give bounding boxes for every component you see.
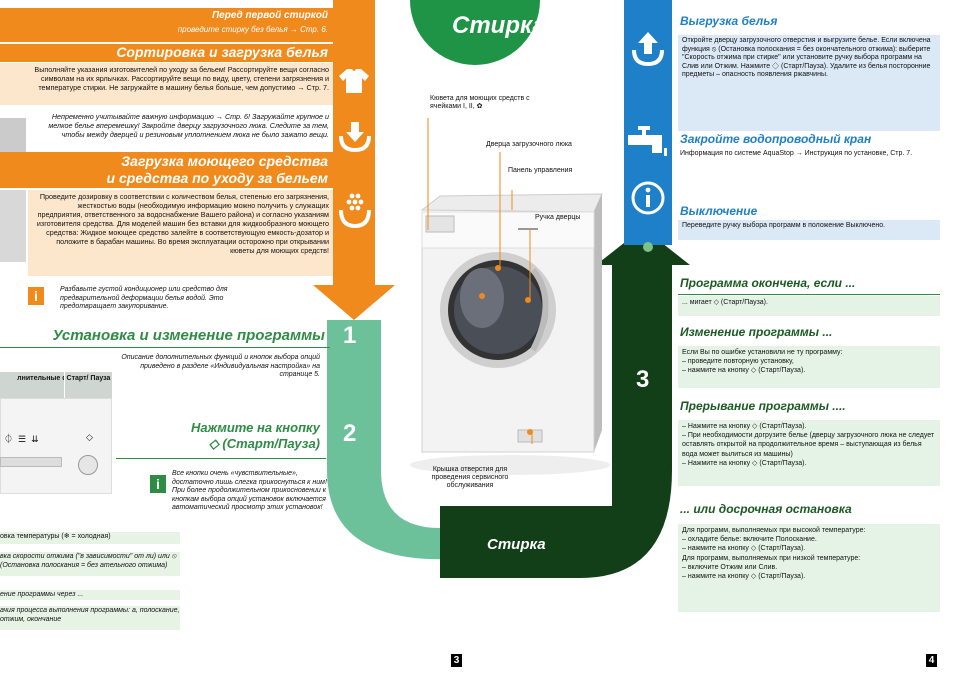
finished-text: ... мигает ◇ (Старт/Пауза). [678, 296, 940, 316]
info-note: Разбавьте густой кондиционер или средств… [60, 286, 228, 311]
change-line-1: Если Вы по ошибке установили не ту прогр… [682, 349, 843, 356]
change-title: Изменение программы ... [680, 325, 833, 339]
tap-text: Информация по системе AquaStop → Инструк… [680, 150, 913, 157]
program-text: Описание дополнительных функций и кнопок… [121, 354, 320, 379]
detergent-banner [0, 152, 333, 188]
callout-detergent-drawer: Кювета для моющих средств с ячейками I, … [430, 95, 530, 110]
unload-text: Откройте дверцу загрузочного отверстия и… [678, 35, 940, 131]
orange-arrow [313, 0, 395, 320]
callout-control-panel: Панель управления [508, 167, 573, 174]
unload-arrow-icon [632, 32, 664, 66]
info-icon: i [28, 287, 44, 305]
early-stop-title: ... или досрочная остановка [680, 502, 852, 516]
change-line-3: – нажмите на кнопку ◇ (Старт/Пауза). [682, 367, 806, 375]
early-line-1: Для программ, выполняемых при высокой те… [682, 527, 866, 534]
start-pause-symbol: ◇ [86, 432, 93, 442]
load-arrow-icon [339, 122, 371, 152]
press-title-2: ◇ (Старт/Пауза) [208, 436, 320, 451]
finished-title: Программа окончена, если ... [680, 276, 856, 290]
early-line-2: – охладите белье: включите Полоскание. [682, 536, 817, 544]
press-title-1: Нажмите на кнопку [191, 420, 320, 435]
press-note: Все кнопки очень «чувствительные», доста… [172, 470, 327, 512]
early-line-4: Для программ, выполняемых при низкой тем… [682, 554, 861, 562]
option-icons: ⏀ ☰ ⇊ [4, 434, 39, 444]
interrupt-line-2: – При необходимости догрузите белье (две… [682, 432, 935, 458]
title-circle [410, 0, 540, 65]
early-line-3: – нажмите на кнопку ◇ (Старт/Пауза). [682, 545, 806, 553]
page-number-3: 3 [451, 654, 462, 667]
interrupt-line-3: – Нажмите на кнопку ◇ (Старт/Пауза). [682, 459, 807, 467]
info-circle-icon [631, 181, 665, 215]
bottom-line-4: ачия процесса выполнения программы: а, п… [0, 606, 180, 630]
unload-title: Выгрузка белья [680, 14, 778, 28]
panel-header-start: Старт/ Пауза [64, 372, 112, 398]
control-panel [0, 398, 112, 494]
early-line-6: – нажмите на кнопку ◇ (Старт/Пауза). [682, 573, 806, 581]
bottom-line-2: вка скорости отжима ("в зависимости" от … [0, 552, 180, 576]
tap-title: Закройте водопроводный кран [680, 132, 872, 146]
door-photo [0, 118, 26, 152]
detergent-text: Проведите дозировку в соответствии с кол… [28, 190, 333, 276]
info-icon: i [150, 475, 166, 493]
sort-banner [0, 44, 333, 62]
program-title: Установка и изменение программы [52, 327, 325, 344]
drawer-photo [0, 190, 26, 262]
first-wash-text: проведите стирку без белья → Стр. 6. [177, 25, 328, 34]
callout-door-handle: Ручка дверцы [535, 214, 581, 221]
early-stop-box: Для программ, выполняемых при высокой те… [678, 524, 940, 612]
sort-title: Сортировка и загрузка белья [116, 44, 328, 60]
bottom-line-1: овка температуры (❄ = холодная) [0, 532, 180, 544]
water-tap-icon [628, 126, 667, 156]
first-wash-banner [0, 8, 333, 42]
callout-service-hatch: Крышка отверстия для проведения сервисно… [431, 466, 509, 489]
light-green-arrow [327, 320, 505, 578]
detergent-drawer [425, 215, 455, 233]
shirt-icon [339, 69, 369, 93]
bottom-arrow-label: Стирка [487, 536, 546, 553]
washing-machine-illustration [410, 193, 610, 475]
step-number-3: 3 [636, 366, 650, 393]
interrupt-title: Прерывание программы .... [680, 399, 846, 413]
detergent-title-1: Загрузка моющего средства [121, 153, 328, 169]
option-buttons[interactable] [0, 457, 62, 467]
callout-lines [427, 118, 533, 444]
first-wash-title: Перед первой стиркой [211, 10, 328, 21]
change-line-2: – проведите повторную установку, [682, 358, 794, 366]
sort-text: Выполняйте указания изготовителей по ухо… [0, 63, 333, 105]
off-text: Переведите ручку выбора программ в полож… [678, 220, 940, 240]
status-dot [643, 242, 653, 252]
change-box: Если Вы по ошибке установили не ту прогр… [678, 346, 940, 388]
safety-text: Непременно учитывайте важную информацию … [28, 110, 333, 150]
early-line-5: – включите Отжим или Слив. [682, 563, 778, 571]
step-number-2: 2 [343, 420, 357, 447]
off-title: Выключение [680, 204, 758, 218]
bottom-line-3: ение программы через ... [0, 590, 180, 600]
callout-door: Дверца загрузочного люка [486, 141, 572, 148]
interrupt-line-1: – Нажмите на кнопку ◇ (Старт/Пауза). [682, 423, 807, 430]
dark-green-arrow [440, 228, 690, 578]
divider [678, 294, 940, 295]
page-title: Стирка [452, 12, 546, 39]
detergent-title-2: и средства по уходу за бельем [106, 170, 328, 186]
step-number-1: 1 [343, 322, 357, 349]
detergent-icon [339, 193, 371, 228]
start-pause-button[interactable] [78, 455, 98, 475]
interrupt-box: – Нажмите на кнопку ◇ (Старт/Пауза). – П… [678, 420, 940, 486]
page-number-4: 4 [926, 654, 937, 667]
divider [0, 347, 330, 348]
pointer-line [116, 458, 326, 459]
